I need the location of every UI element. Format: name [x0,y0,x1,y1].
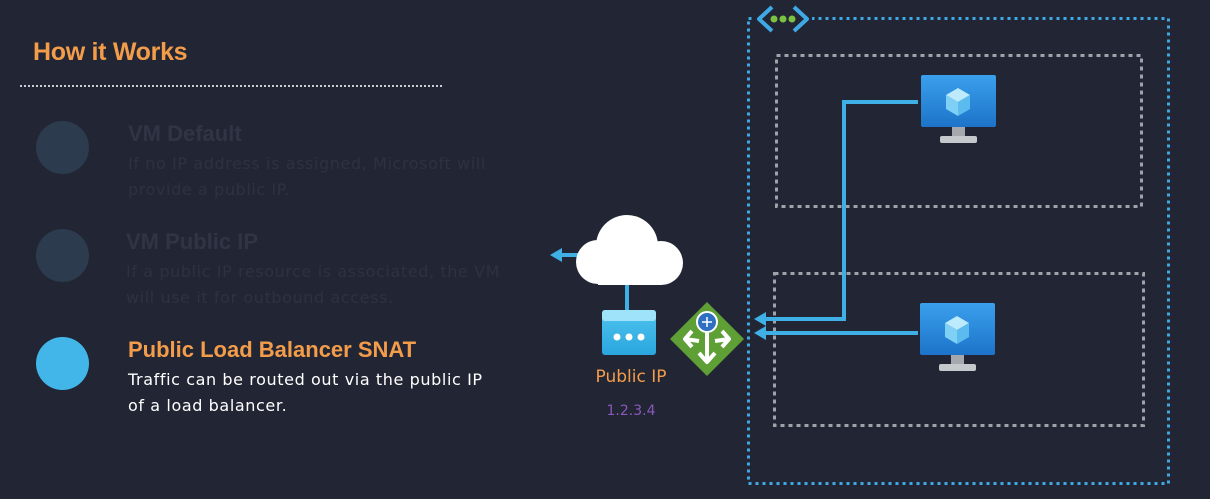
load-balancer-icon [670,302,744,376]
virtual-machine-icon [921,75,996,143]
virtual-network-icon [754,4,812,34]
step-description: If a public IP resource is associated, t… [126,262,501,307]
cloud-icon [576,215,683,285]
subnet-boundary [775,54,1143,208]
virtual-machine-icon [920,303,995,371]
public-ip-icon [602,310,656,355]
title-divider [20,85,442,87]
traffic-flow-lines [560,100,918,335]
page-title: How it Works [33,38,188,66]
step-indicator [36,229,89,282]
step-indicator [36,121,89,174]
virtual-network-boundary [747,17,1170,485]
step-indicator [36,337,89,390]
public-ip-label: Public IP [595,367,667,387]
step-title: VM Public IP [126,229,259,254]
step-title: VM Default [128,121,242,146]
public-ip-address: 1.2.3.4 [606,403,656,419]
arrowheads [550,248,766,340]
step-title: Public Load Balancer SNAT [128,337,417,362]
step-description: Traffic can be routed out via the public… [128,370,483,415]
step-description: If no IP address is assigned, Microsoft … [128,154,486,199]
subnet-boundary [773,272,1145,427]
